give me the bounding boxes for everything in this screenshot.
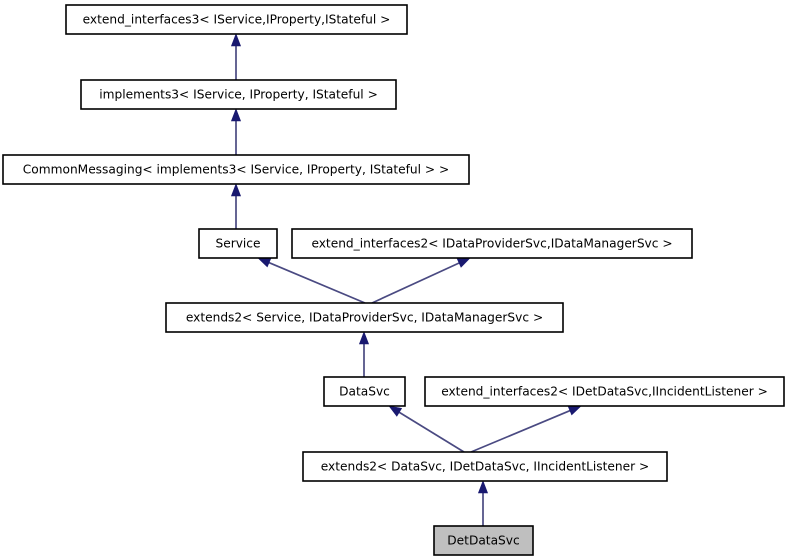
- inheritance-arrowhead-icon: [230, 108, 242, 122]
- class-node-box[interactable]: [433, 525, 534, 556]
- class-node-box[interactable]: [2, 154, 470, 185]
- class-node-extend_interfaces2_det[interactable]: extend_interfaces2< IDetDataSvc,IInciden…: [424, 376, 785, 407]
- inheritance-arrowhead-icon: [257, 257, 272, 268]
- inheritance-arrowhead-icon: [477, 480, 489, 494]
- class-node-label: extend_interfaces2< IDataProviderSvc,IDa…: [311, 237, 672, 251]
- inheritance-edge: [388, 405, 465, 453]
- class-node-implements3[interactable]: implements3< IService, IProperty, IState…: [80, 79, 397, 110]
- inheritance-arrowhead-icon: [388, 405, 403, 417]
- class-node-label: Service: [215, 237, 260, 251]
- inheritance-edge: [257, 257, 366, 304]
- class-node-label: extend_interfaces3< IService,IProperty,I…: [83, 13, 391, 27]
- inheritance-edge: [371, 257, 471, 304]
- class-node-label: extend_interfaces2< IDetDataSvc,IInciden…: [441, 385, 768, 399]
- class-node-box[interactable]: [165, 302, 564, 333]
- inheritance-arrowhead-icon: [456, 257, 471, 268]
- inheritance-arrowhead-icon: [230, 183, 242, 197]
- class-node-box[interactable]: [198, 228, 278, 259]
- class-node-box[interactable]: [302, 451, 668, 482]
- class-node-box[interactable]: [65, 4, 408, 35]
- class-node-common_messaging[interactable]: CommonMessaging< implements3< IService, …: [2, 154, 470, 185]
- class-node-datasvc[interactable]: DataSvc: [323, 376, 406, 407]
- inheritance-edge: [358, 331, 370, 377]
- inheritance-edge: [230, 183, 242, 229]
- edge-line: [470, 409, 572, 453]
- inheritance-edge: [470, 405, 582, 453]
- class-node-label: extends2< DataSvc, IDetDataSvc, IInciden…: [321, 460, 650, 474]
- edges-layer: [230, 33, 582, 526]
- inheritance-arrowhead-icon: [567, 405, 582, 416]
- inheritance-edge: [230, 108, 242, 155]
- class-node-service[interactable]: Service: [198, 228, 278, 259]
- class-node-label: DataSvc: [339, 385, 390, 399]
- class-node-box[interactable]: [323, 376, 406, 407]
- class-node-label: implements3< IService, IProperty, IState…: [99, 88, 378, 102]
- nodes-layer: extend_interfaces3< IService,IProperty,I…: [2, 4, 785, 556]
- inheritance-arrowhead-icon: [230, 33, 242, 47]
- inheritance-edge: [477, 480, 489, 526]
- class-node-label: DetDataSvc: [447, 534, 519, 548]
- class-node-box[interactable]: [291, 228, 693, 259]
- class-node-extend_interfaces3[interactable]: extend_interfaces3< IService,IProperty,I…: [65, 4, 408, 35]
- edge-line: [397, 410, 465, 453]
- class-node-detdatasvc[interactable]: DetDataSvc: [433, 525, 534, 556]
- edge-line: [267, 261, 366, 304]
- edge-line: [371, 261, 461, 304]
- inheritance-edge: [230, 33, 242, 80]
- class-node-extends2_service[interactable]: extends2< Service, IDataProviderSvc, IDa…: [165, 302, 564, 333]
- class-node-box[interactable]: [80, 79, 397, 110]
- inheritance-arrowhead-icon: [358, 331, 370, 345]
- class-node-label: extends2< Service, IDataProviderSvc, IDa…: [186, 311, 543, 325]
- class-node-label: CommonMessaging< implements3< IService, …: [23, 163, 449, 177]
- class-node-extend_interfaces2_data[interactable]: extend_interfaces2< IDataProviderSvc,IDa…: [291, 228, 693, 259]
- class-node-box[interactable]: [424, 376, 785, 407]
- class-node-extends2_datasvc[interactable]: extends2< DataSvc, IDetDataSvc, IInciden…: [302, 451, 668, 482]
